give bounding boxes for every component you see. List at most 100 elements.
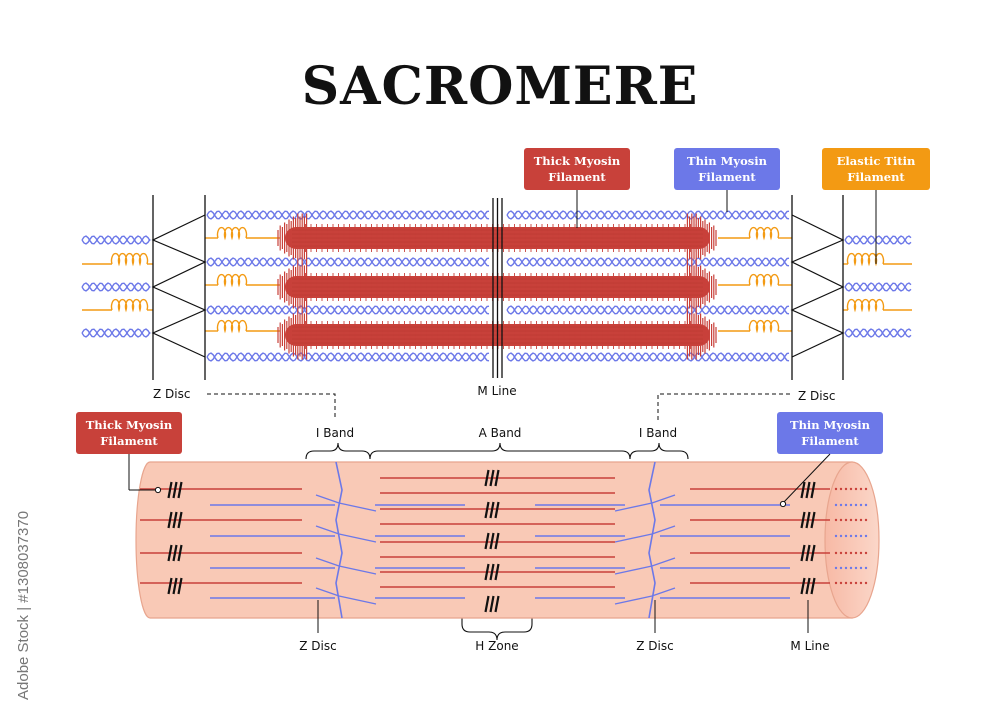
cross-section-dot [864, 518, 868, 522]
m-line-tick [489, 501, 495, 519]
m-line-tick [484, 532, 490, 550]
cross-section-dot [839, 518, 843, 522]
dashed-connector-right [657, 393, 790, 420]
titin-filament [718, 319, 792, 334]
z-disc-branch [315, 587, 340, 597]
titin-filament [205, 319, 280, 334]
callout-thick-myosin-bottom: Thick Myosin Filament [76, 412, 182, 494]
titin-filament [718, 273, 792, 288]
m-line-tick [805, 511, 811, 529]
thin-filament-strand [206, 305, 490, 315]
cross-section-dot [849, 503, 853, 507]
h-zone-brace [461, 608, 533, 641]
cross-section-dot [859, 487, 863, 491]
svg-text:Thin Myosin: Thin Myosin [687, 154, 768, 168]
cross-section-dot [844, 487, 848, 491]
m-line-tick [494, 595, 500, 613]
svg-text:Filament: Filament [698, 170, 756, 184]
cross-section-dot [849, 487, 853, 491]
cross-section-dot [834, 503, 838, 507]
titin-filament [843, 298, 912, 313]
cross-section-dot [834, 551, 838, 555]
fiber-ztick [177, 481, 183, 499]
page-title: SACROMERE [302, 56, 699, 117]
m-line-tick [800, 481, 806, 499]
m-line-tick [800, 544, 806, 562]
thin-filament-strand [81, 282, 151, 292]
cross-section-dot [849, 518, 853, 522]
cross-section-dot [849, 551, 853, 555]
muscle-fiber-cylinder [135, 461, 880, 619]
m-line-tick [489, 563, 495, 581]
z-disc-branch [315, 525, 340, 535]
cross-section-dot [864, 566, 868, 570]
cross-section-dot [839, 503, 843, 507]
z-disc-branch [338, 565, 377, 575]
z-disc-branch [614, 533, 653, 543]
z-disc-branch [338, 595, 377, 605]
fiber-ztick [167, 481, 173, 499]
fiber-ztick [167, 577, 173, 595]
m-line-tick [494, 469, 500, 487]
svg-text:Thin Myosin: Thin Myosin [790, 418, 871, 432]
m-line-tick [810, 577, 816, 595]
cross-section-dot [859, 518, 863, 522]
thin-filament-strand [844, 282, 912, 292]
cross-section-dot [854, 581, 858, 585]
sarcomere-detail: Thick Myosin Filament Thin Myosin Filame… [81, 148, 930, 403]
cross-section-dot [834, 534, 838, 538]
cross-section-dot [839, 581, 843, 585]
cross-section-dot [854, 566, 858, 570]
m-line-tick [484, 501, 490, 519]
z-disc-branch [614, 595, 653, 605]
fiber-ztick [172, 481, 178, 499]
brace [369, 442, 631, 460]
cross-section-dot [839, 487, 843, 491]
m-line-top [492, 198, 503, 378]
fiber-ztick [167, 544, 173, 562]
svg-text:Elastic Titin: Elastic Titin [837, 154, 916, 168]
m-line-tick [484, 595, 490, 613]
cross-section-dot [839, 534, 843, 538]
cross-section-dot [834, 487, 838, 491]
cross-section-dot [834, 581, 838, 585]
fiber-filaments [140, 461, 830, 619]
thin-filament-strand [844, 235, 912, 245]
cross-section-dot [859, 581, 863, 585]
svg-text:Filament: Filament [100, 434, 158, 448]
callout-thick-myosin-top: Thick Myosin Filament [524, 148, 630, 228]
cross-section-dot [864, 581, 868, 585]
cross-section-dot [854, 518, 858, 522]
thin-filament-strand [506, 210, 790, 220]
thin-filament-strand [506, 352, 790, 362]
cross-section-dot [844, 566, 848, 570]
svg-text:Filament: Filament [847, 170, 905, 184]
watermark-text: Adobe Stock | #1308037370 [15, 511, 32, 700]
cross-section-dot [849, 566, 853, 570]
cross-section-dot [844, 551, 848, 555]
m-line-tick [800, 511, 806, 529]
m-line-tick [494, 501, 500, 519]
cross-section-dot [854, 503, 858, 507]
thin-filament-strand [506, 305, 790, 315]
z-disc-branch [651, 557, 676, 567]
cross-section-dot [844, 581, 848, 585]
titin-filament [82, 298, 153, 313]
label-z-disc-bottom-left: Z Disc [299, 639, 336, 653]
brace [305, 442, 371, 460]
band-braces [305, 442, 689, 641]
thin-filament-strand [206, 352, 490, 362]
m-line-tick [489, 469, 495, 487]
cross-section-dot [849, 534, 853, 538]
m-line-tick [484, 469, 490, 487]
cross-section-dot [864, 534, 868, 538]
cross-section-dot [864, 503, 868, 507]
thin-filament-strand [81, 328, 151, 338]
m-line-tick [805, 481, 811, 499]
titin-filament [205, 226, 280, 241]
m-line-tick [489, 532, 495, 550]
svg-text:Filament: Filament [548, 170, 606, 184]
cross-section-dot [854, 551, 858, 555]
fiber-ztick [177, 577, 183, 595]
